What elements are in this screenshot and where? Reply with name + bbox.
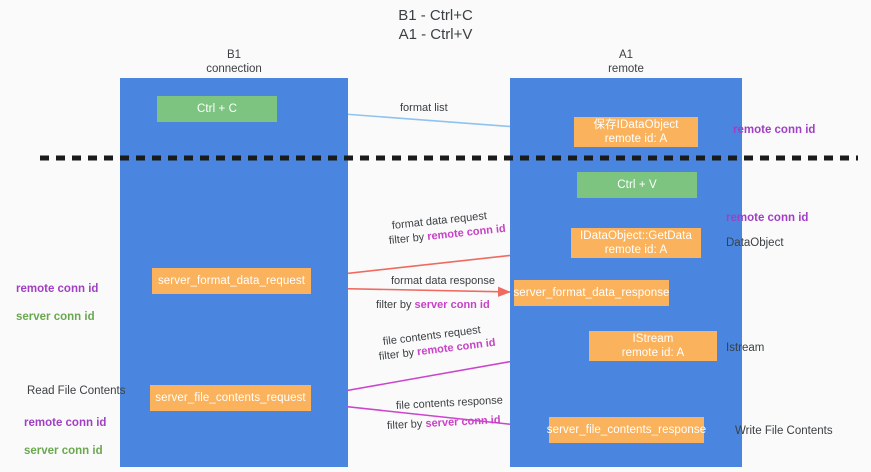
node-server-file-contents-response[interactable]: server_file_contents_response — [547, 417, 706, 443]
node-save-idataobject[interactable]: 保存IDataObject remote id: A — [574, 117, 698, 147]
column-header-b1: B1 connection — [206, 49, 262, 75]
filter-prefix: filter by — [378, 346, 418, 363]
filter-prefix: filter by — [376, 299, 415, 311]
filter-prefix: filter by — [388, 231, 428, 247]
node-idataobject-getdata[interactable]: IDataObject::GetData remote id: A — [571, 228, 701, 258]
annotation-server-conn-id-left-bottom: server conn id — [24, 445, 103, 457]
annotation-left-conn-ids-mid: remote conn id server conn id — [16, 268, 98, 338]
node-server-format-data-response[interactable]: server_format_data_response — [513, 280, 669, 306]
arrow-file-contents-response — [312, 402, 546, 432]
node-ctrl-c[interactable]: Ctrl + C — [157, 96, 277, 122]
annotation-write-file-contents: Write File Contents — [735, 425, 833, 437]
annotation-remote-conn-id-mid: remote conn id — [726, 212, 809, 224]
annotation-read-file-contents: Read File Contents — [27, 385, 126, 397]
annotation-left-conn-ids-bottom: remote conn id server conn id — [24, 402, 106, 472]
node-istream[interactable]: IStream remote id: A — [589, 331, 717, 361]
page-title: B1 - Ctrl+C A1 - Ctrl+V — [398, 7, 473, 43]
annotation-remote-conn-id-left-bottom: remote conn id — [24, 417, 107, 429]
edge-label-format-data-response: format data response — [391, 275, 495, 287]
filter-prefix: filter by — [386, 417, 426, 432]
annotation-remote-conn-id-top: remote conn id — [733, 124, 816, 136]
filter-key-server-conn-id: server conn id — [425, 414, 501, 430]
annotation-remote-conn-id-left-mid: remote conn id — [16, 283, 99, 295]
node-server-file-contents-request[interactable]: server_file_contents_request — [150, 385, 311, 411]
edge-label-format-list: format list — [400, 102, 448, 114]
filter-key-server-conn-id: server conn id — [414, 299, 490, 311]
node-ctrl-v[interactable]: Ctrl + V — [577, 172, 697, 198]
annotation-dataobject: DataObject — [726, 237, 784, 249]
annotation-istream: Istream — [726, 342, 765, 354]
annotation-server-conn-id-left-mid: server conn id — [16, 311, 95, 323]
dashed-divider — [40, 155, 858, 161]
edge-label-format-data-response-filter: filter by server conn id — [376, 298, 490, 313]
column-header-a1: A1 remote — [608, 49, 644, 75]
node-server-format-data-request[interactable]: server_format_data_request — [152, 268, 311, 294]
